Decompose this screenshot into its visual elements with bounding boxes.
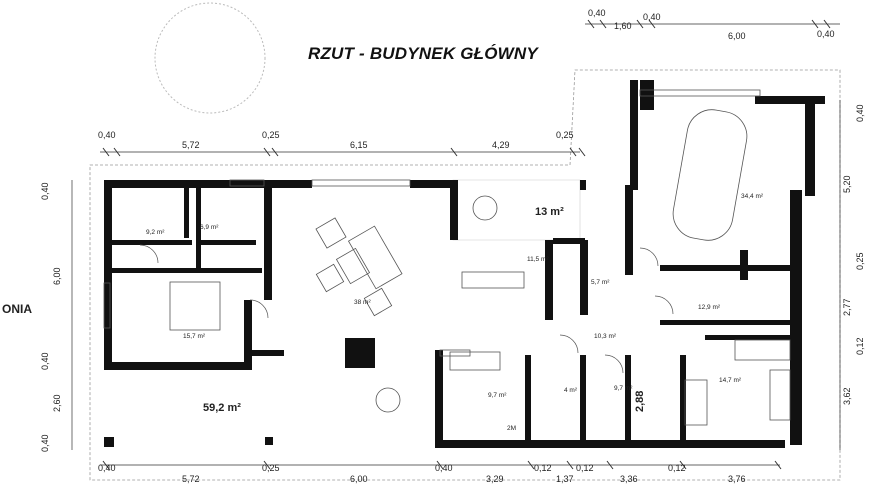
dim-bottom-1: 5,72: [182, 474, 200, 484]
dim-right-1: 5,20: [842, 175, 852, 193]
dim-bottom-11: 3,76: [728, 474, 746, 484]
dim-bottom-3: 6,00: [350, 474, 368, 484]
room-living-38: 38 m²: [354, 299, 371, 306]
dim-bottom-5: 3,29: [486, 474, 504, 484]
room-12-9: 12,9 m²: [698, 304, 721, 311]
room-hall-10-3: 10,3 m²: [594, 333, 617, 340]
dim-top-0: 0,40: [98, 130, 116, 140]
room-kitchen-9-7: 9,7 m²: [488, 392, 507, 399]
dim-garage-2: 0,40: [643, 12, 661, 22]
room-pantry-4: 4 m²: [564, 387, 577, 394]
dim-bottom-2: 0,25: [262, 463, 280, 473]
dim-top-2: 0,25: [262, 130, 280, 140]
tree-outline: [154, 2, 266, 114]
dim-bottom-8: 0,12: [576, 463, 594, 473]
side-label: ONIA: [2, 302, 32, 316]
dim-top-5: 0,25: [556, 130, 574, 140]
windows: [103, 89, 791, 421]
dim-top-4: 4,29: [492, 140, 510, 150]
dim-bottom-10: 0,12: [668, 463, 686, 473]
room-terrace-59-2: 59,2 m²: [203, 402, 241, 414]
drawing-title: RZUT - BUDYNEK GŁÓWNY: [308, 44, 538, 63]
dim-garage-4: 0,40: [817, 29, 835, 39]
dim-right-3: 2,77: [842, 298, 852, 316]
dim-left-4: 0,40: [40, 434, 50, 452]
room-14-7: 14,7 m²: [719, 377, 742, 384]
fixture-label: 2M: [507, 425, 517, 432]
furniture: [169, 109, 791, 426]
dim-garage-0: 0,40: [588, 8, 606, 18]
plot-outline: [89, 69, 841, 481]
dim-bottom-0: 0,40: [98, 463, 116, 473]
dim-garage-3: 6,00: [728, 31, 746, 41]
room-hall-5-7: 5,7 m²: [591, 279, 610, 286]
walls: [104, 80, 825, 448]
door-swings: [139, 244, 674, 374]
dim-right-4: 0,12: [855, 337, 865, 355]
dim-top-1: 5,72: [182, 140, 200, 150]
dim-left-3: 2,60: [52, 394, 62, 412]
dim-right-2: 0,25: [855, 252, 865, 270]
room-bedroom-15-7: 15,7 m²: [183, 333, 206, 340]
dim-left-2: 0,40: [40, 352, 50, 370]
room-terrace-13: 13 m²: [535, 206, 564, 218]
dim-bottom-7: 1,37: [556, 474, 574, 484]
dim-inner-2-88: 2,88: [634, 390, 646, 412]
dim-right-0: 0,40: [855, 104, 865, 122]
room-wc-6-9: 6,9 m²: [200, 224, 219, 231]
dim-top-3: 6,15: [350, 140, 368, 150]
dim-bottom-6: 0,12: [534, 463, 552, 473]
dimension-ticks: [102, 19, 831, 470]
dim-garage-1: 1,60: [614, 21, 632, 31]
dim-bottom-4: 0,40: [435, 463, 453, 473]
room-dining-11-5: 11,5 m²: [527, 256, 549, 263]
dim-left-0: 0,40: [40, 182, 50, 200]
dim-left-1: 6,00: [52, 267, 62, 285]
room-office-9-7: 9,7 m²: [614, 385, 633, 392]
dim-bottom-9: 3,36: [620, 474, 638, 484]
dim-right-5: 3,62: [842, 387, 852, 405]
room-bath-9-2: 9,2 m²: [146, 229, 165, 236]
room-garage-34-4: 34,4 m²: [741, 193, 764, 200]
